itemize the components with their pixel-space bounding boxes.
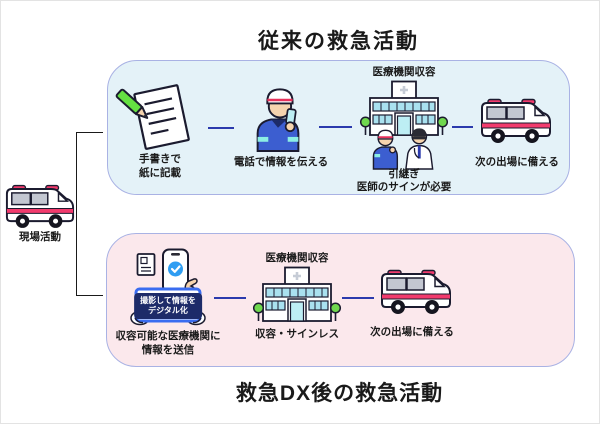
hospital-admission-label: 医療機関収容 (372, 66, 436, 78)
field-ambulance-icon (4, 184, 76, 231)
tree-icon (252, 302, 265, 321)
connector-line (452, 126, 473, 128)
connector-line (208, 127, 234, 129)
hospital-admission-label: 医療機関収容 (265, 252, 329, 264)
next-dispatch-label: 次の出場に備える (475, 156, 559, 168)
smartphone-digitize-icon (136, 248, 202, 294)
document-icon (136, 253, 156, 276)
tablet-badge: 撮影して情報を デジタル化 (134, 293, 202, 319)
tree-icon (329, 302, 342, 321)
connector-line (342, 297, 374, 299)
phone-step-label: 電話で情報を伝える (233, 156, 329, 168)
hospital-icon (359, 80, 449, 136)
admission-signless-label: 収容・サインレス (255, 328, 339, 340)
tree-icon (436, 116, 449, 135)
field-ambulance-label: 現場活動 (19, 231, 61, 243)
tree-icon (359, 116, 372, 135)
handwrite-label: 手書きで 紙に記載 (139, 153, 181, 179)
notepad-icon (115, 83, 196, 151)
handover-label: 引継ぎ 医師のサインが必要 (356, 168, 452, 193)
ambulance-icon (479, 98, 553, 146)
checkmark-icon (168, 261, 183, 277)
ambulance-icon (379, 269, 453, 317)
next-dispatch-label: 次の出場に備える (370, 326, 454, 338)
paramedic-phone-icon (245, 84, 311, 152)
hospital-icon (252, 266, 342, 322)
title-traditional: 従来の救急活動 (258, 30, 419, 53)
connector-line (214, 297, 246, 299)
connector-line (319, 126, 352, 128)
title-dx: 救急DX後の救急活動 (235, 382, 444, 405)
handover-icon (369, 127, 439, 170)
send-info-label: 収容可能な医療機関に 情報を送信 (115, 330, 221, 356)
flow-bracket-line (76, 132, 103, 296)
